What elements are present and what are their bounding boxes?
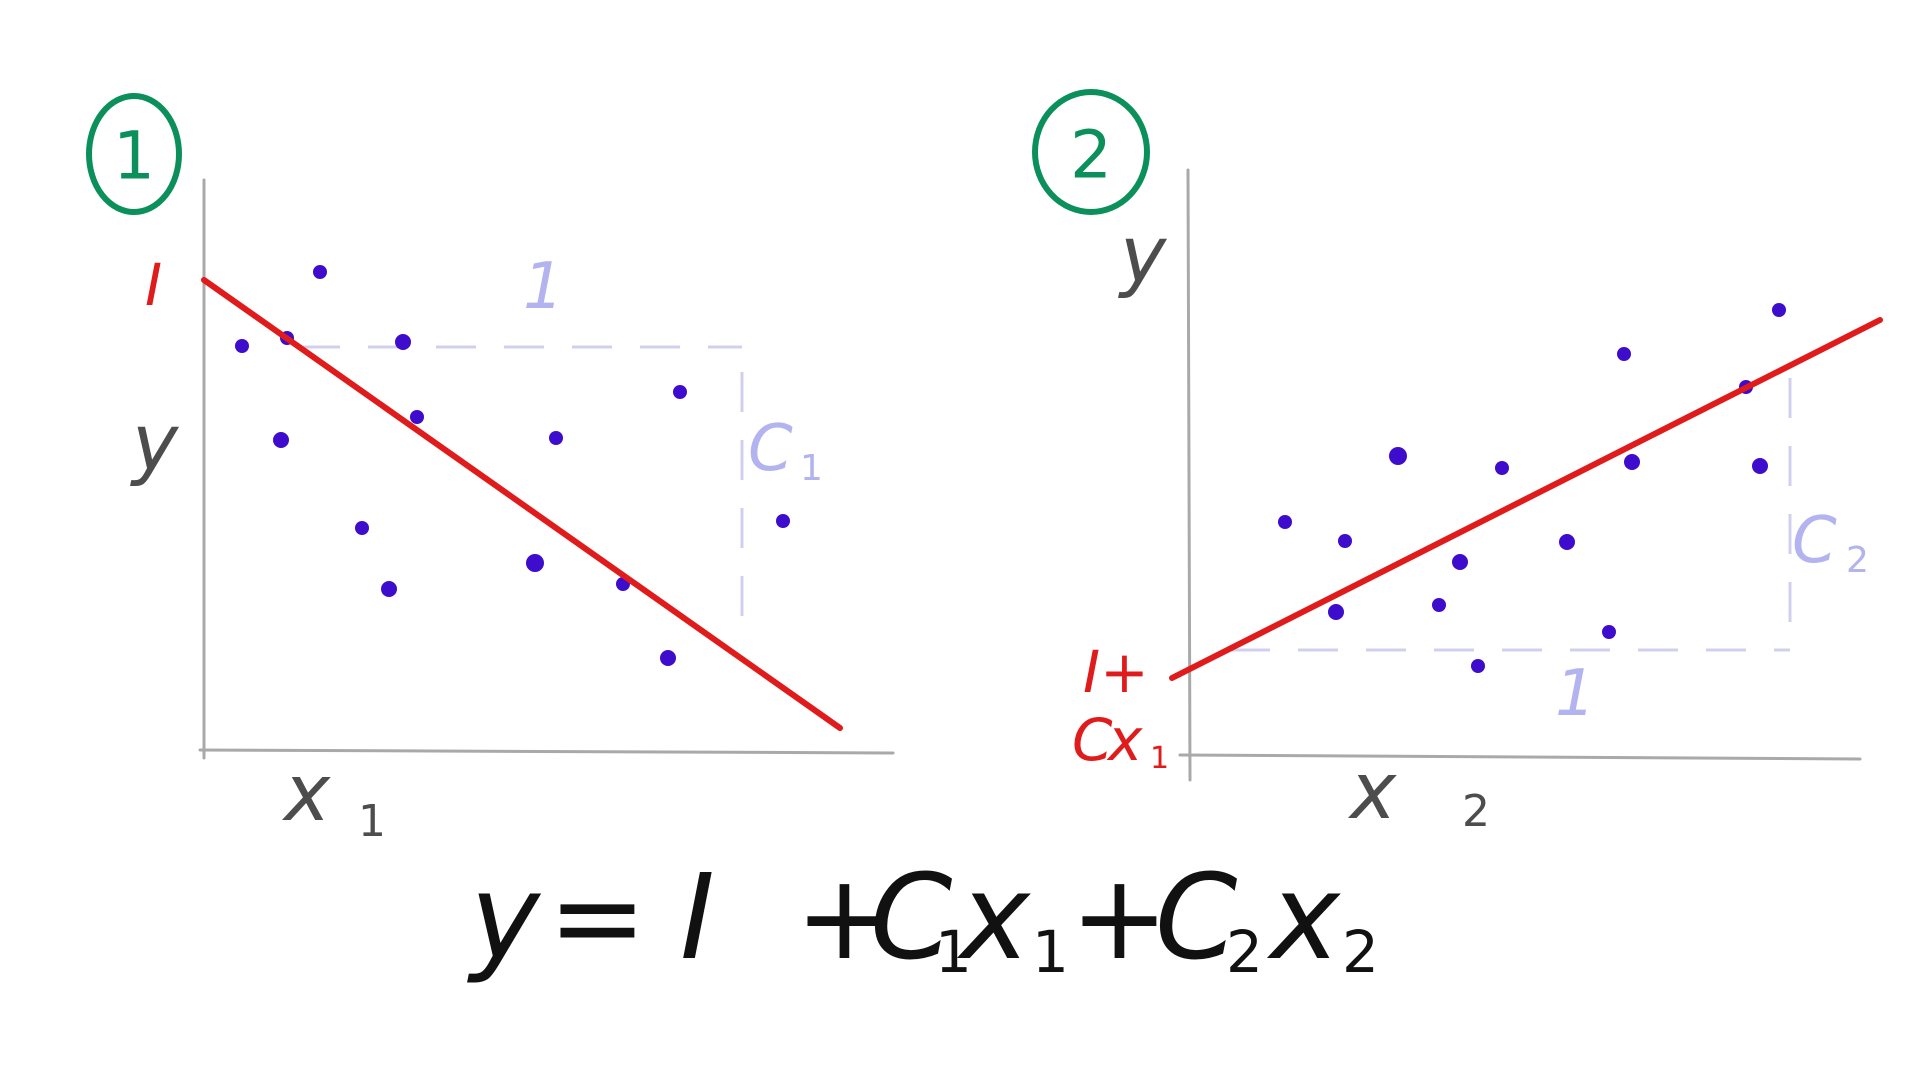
equation-equals: =: [548, 848, 647, 986]
fit-line: [1169, 317, 1883, 681]
x-axis-label: x: [1347, 747, 1397, 837]
data-point: [381, 581, 397, 597]
data-point: [1452, 554, 1468, 570]
data-point: [235, 339, 249, 353]
panel-2-points: [1278, 303, 1786, 673]
badge-number: 1: [113, 118, 155, 195]
data-point: [1432, 598, 1446, 612]
y-axis: [1186, 168, 1192, 782]
badge-ring: [86, 93, 182, 215]
data-point: [1495, 461, 1509, 475]
equation-plus-1: +: [795, 848, 894, 986]
data-point: [410, 410, 424, 424]
data-point: [273, 432, 289, 448]
data-point: [1328, 604, 1344, 620]
panel-1-badge: 1: [86, 93, 182, 215]
intercept-label-subscript: 1: [1150, 741, 1169, 776]
data-point: [526, 554, 544, 572]
panel-1-points: [235, 265, 790, 666]
x-axis-label: x: [281, 749, 331, 839]
panel-2: 2 y x 2 I+ C x 1 1 C 2: [1032, 89, 1883, 837]
data-point: [1772, 303, 1786, 317]
rise-label: C: [1792, 504, 1837, 578]
data-point: [673, 385, 687, 399]
data-point: [1617, 347, 1631, 361]
equation-intercept: I: [680, 848, 715, 986]
equation-var-2: x: [1266, 848, 1341, 986]
data-point: [1752, 458, 1768, 474]
rise-label: C: [748, 412, 793, 486]
equation-var-2-subscript: 2: [1342, 918, 1379, 986]
equation-var-1-subscript: 1: [1032, 918, 1069, 986]
data-point: [1338, 534, 1352, 548]
data-point: [1602, 625, 1616, 639]
regression-equation: y = I + C 1 x 1 + C 2 x 2: [467, 848, 1379, 986]
x-axis: [198, 748, 895, 755]
equation-coef-1: C: [870, 848, 952, 986]
data-point: [355, 521, 369, 535]
x-axis-label-subscript: 2: [1462, 786, 1490, 837]
data-point: [313, 265, 327, 279]
data-point: [549, 431, 563, 445]
x-axis-label-subscript: 1: [358, 796, 386, 847]
data-point: [1471, 659, 1485, 673]
y-axis-label: y: [130, 399, 180, 489]
rise-label-subscript: 1: [800, 448, 823, 489]
intercept-label: I: [145, 251, 162, 319]
run-label: 1: [1555, 657, 1596, 731]
run-label: 1: [523, 250, 564, 324]
data-point: [660, 650, 676, 666]
panel-2-badge: 2: [1032, 89, 1150, 215]
equation-plus-2: +: [1070, 848, 1169, 986]
data-point: [1559, 534, 1575, 550]
data-point: [1389, 447, 1407, 465]
rise-label-subscript: 2: [1846, 540, 1869, 581]
y-axis-label: y: [1118, 211, 1168, 301]
intercept-label-line1: I+: [1083, 638, 1149, 706]
equation-lhs: y: [467, 848, 542, 986]
equation-coef-1-subscript: 1: [935, 918, 972, 986]
fit-line: [201, 277, 843, 731]
intercept-label-coef: C: [1072, 706, 1113, 774]
x-axis: [1178, 753, 1862, 761]
equation-coef-2: C: [1155, 848, 1237, 986]
equation-coef-2-subscript: 2: [1226, 918, 1263, 986]
data-point: [776, 514, 790, 528]
data-point: [1278, 515, 1292, 529]
data-point: [1624, 454, 1640, 470]
badge-number: 2: [1070, 117, 1112, 194]
data-point: [395, 334, 411, 350]
badge-ring: [1032, 89, 1150, 215]
intercept-label-var: x: [1106, 706, 1143, 774]
equation-var-1: x: [956, 848, 1031, 986]
panel-1: 1 y x 1 I 1 C 1: [86, 93, 895, 847]
